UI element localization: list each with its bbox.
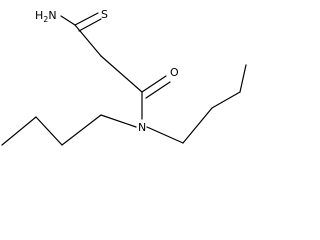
bond-c-ch2 <box>74 24 102 57</box>
oxygen-label: O <box>170 66 179 79</box>
molecule-diagram: H2N S O N <box>1 8 247 146</box>
amine-label: H2N <box>35 9 57 24</box>
bond-butyl1-c1-c2 <box>61 114 102 146</box>
bond-butyl1-c3-c4 <box>1 116 37 146</box>
bond-butyl2-c1-c2 <box>182 107 213 144</box>
bond-c-s-1 <box>74 12 99 26</box>
bond-co-o-2 <box>145 81 171 99</box>
bond-co-o-1 <box>141 75 167 93</box>
bond-butyl2-c3-c4 <box>239 64 247 93</box>
bond-ch2-co <box>100 55 143 93</box>
bond-n-butyl1-c1 <box>100 114 137 128</box>
bond-butyl1-c2-c3 <box>35 116 63 146</box>
bond-c-s-2 <box>78 18 102 32</box>
nitrogen-label: N <box>138 121 146 134</box>
structure-canvas: H2N S O N <box>0 0 248 151</box>
bond-butyl2-c2-c3 <box>211 91 241 109</box>
bond-c-nh2 <box>60 15 76 26</box>
sulfur-label: S <box>101 8 108 21</box>
bond-n-butyl2-c1 <box>146 126 184 144</box>
